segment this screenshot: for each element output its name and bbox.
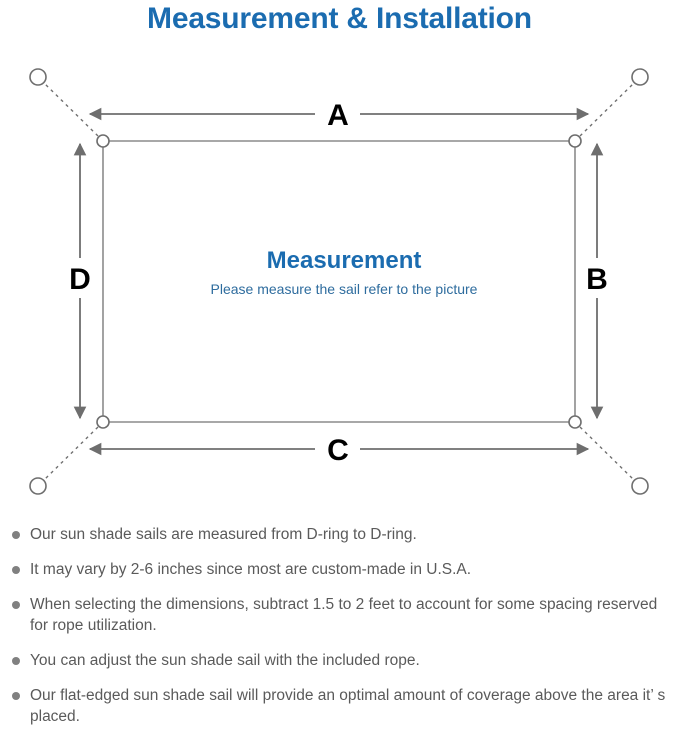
note-text: It may vary by 2-6 inches since most are… [30, 561, 472, 578]
anchor-point-top-left [29, 68, 47, 86]
anchor-point-bottom-left [29, 477, 47, 495]
measurement-diagram: A C D B Measurement Please measure the s… [0, 46, 679, 516]
list-item: Our sun shade sails are measured from D-… [0, 524, 679, 545]
dimension-label-right: B [586, 263, 608, 296]
rope-top-right [579, 82, 635, 137]
diagram-center-subtitle: Please measure the sail refer to the pic… [211, 281, 478, 297]
bullet-icon [12, 657, 20, 665]
d-ring-top-left [96, 134, 110, 148]
dimension-label-bottom: C [327, 434, 349, 467]
diagram-canvas: A C D B Measurement Please measure the s… [29, 68, 649, 495]
dimension-label-left: D [69, 263, 91, 296]
bullet-icon [12, 566, 20, 574]
bullet-icon [12, 531, 20, 539]
list-item: You can adjust the sun shade sail with t… [0, 650, 679, 671]
d-ring-top-right [568, 134, 582, 148]
bullet-icon [12, 692, 20, 700]
page-title: Measurement & Installation [147, 2, 532, 35]
dimension-label-top: A [327, 99, 349, 132]
anchor-point-top-right [631, 68, 649, 86]
rope-top-left [43, 82, 99, 137]
rope-bottom-right [579, 426, 635, 481]
note-text: Our sun shade sails are measured from D-… [30, 526, 417, 543]
list-item: It may vary by 2-6 inches since most are… [0, 559, 679, 580]
note-text: Our flat-edged sun shade sail will provi… [30, 687, 666, 725]
list-item: When selecting the dimensions, subtract … [0, 594, 679, 636]
note-text: When selecting the dimensions, subtract … [30, 596, 658, 634]
note-text: You can adjust the sun shade sail with t… [30, 652, 420, 669]
notes-list: Our sun shade sails are measured from D-… [0, 524, 679, 741]
sail-rectangle [102, 140, 576, 423]
d-ring-bottom-left [96, 415, 110, 429]
diagram-center-title: Measurement [267, 247, 422, 274]
bullet-icon [12, 601, 20, 609]
list-item: Our flat-edged sun shade sail will provi… [0, 685, 679, 727]
rope-bottom-left [43, 426, 99, 481]
anchor-point-bottom-right [631, 477, 649, 495]
d-ring-bottom-right [568, 415, 582, 429]
